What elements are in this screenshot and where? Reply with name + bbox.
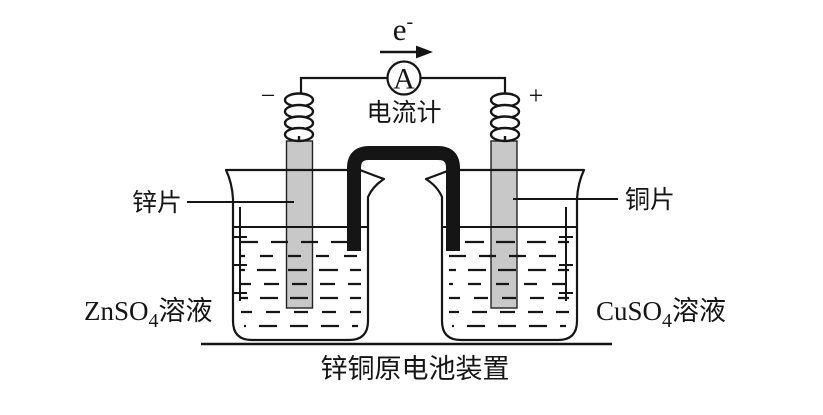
right-gauge-line [559,207,573,301]
left-gauge-line [233,207,247,301]
left-solution-suffix: 溶液 [159,296,213,326]
left-solution-label: ZnSO4溶液 [84,296,213,332]
figure-caption: 锌铜原电池装置 [321,354,510,384]
ammeter-label: 电流计 [366,99,441,127]
electron-label-superscript: - [407,11,414,33]
right-coil [489,92,521,143]
ammeter-circle [386,60,422,96]
salt-bridge [347,146,460,251]
left-solution-subscript: 4 [149,310,159,332]
right-solution-hatching [449,240,569,328]
positive-terminal-sign: + [529,81,544,110]
wire-right [420,76,507,95]
right-solution-formula: CuSO [596,296,662,326]
ammeter-symbol: A [393,63,415,96]
ammeter: A [386,60,422,96]
right-solution-suffix: 溶液 [672,296,726,326]
right-beaker [424,168,586,342]
copper-electrode-label: 铜片 [625,186,675,214]
zinc-electrode [285,140,314,309]
electron-arrow-icon [416,45,433,59]
right-solution-label: CuSO4溶液 [596,296,726,332]
electron-label-base: e [393,12,407,47]
left-coil [283,92,315,143]
copper-electrode [490,140,518,309]
negative-terminal-sign: − [261,81,276,110]
zinc-electrode-label: 锌片 [132,189,182,217]
right-solution-subscript: 4 [662,310,672,332]
electron-flow: e- [380,11,433,59]
external-circuit: A e- − + [261,11,544,143]
left-solution-hatching [241,240,361,328]
electron-label: e- [393,11,413,47]
left-solution-formula: ZnSO [84,296,149,326]
wire-left [299,76,388,95]
